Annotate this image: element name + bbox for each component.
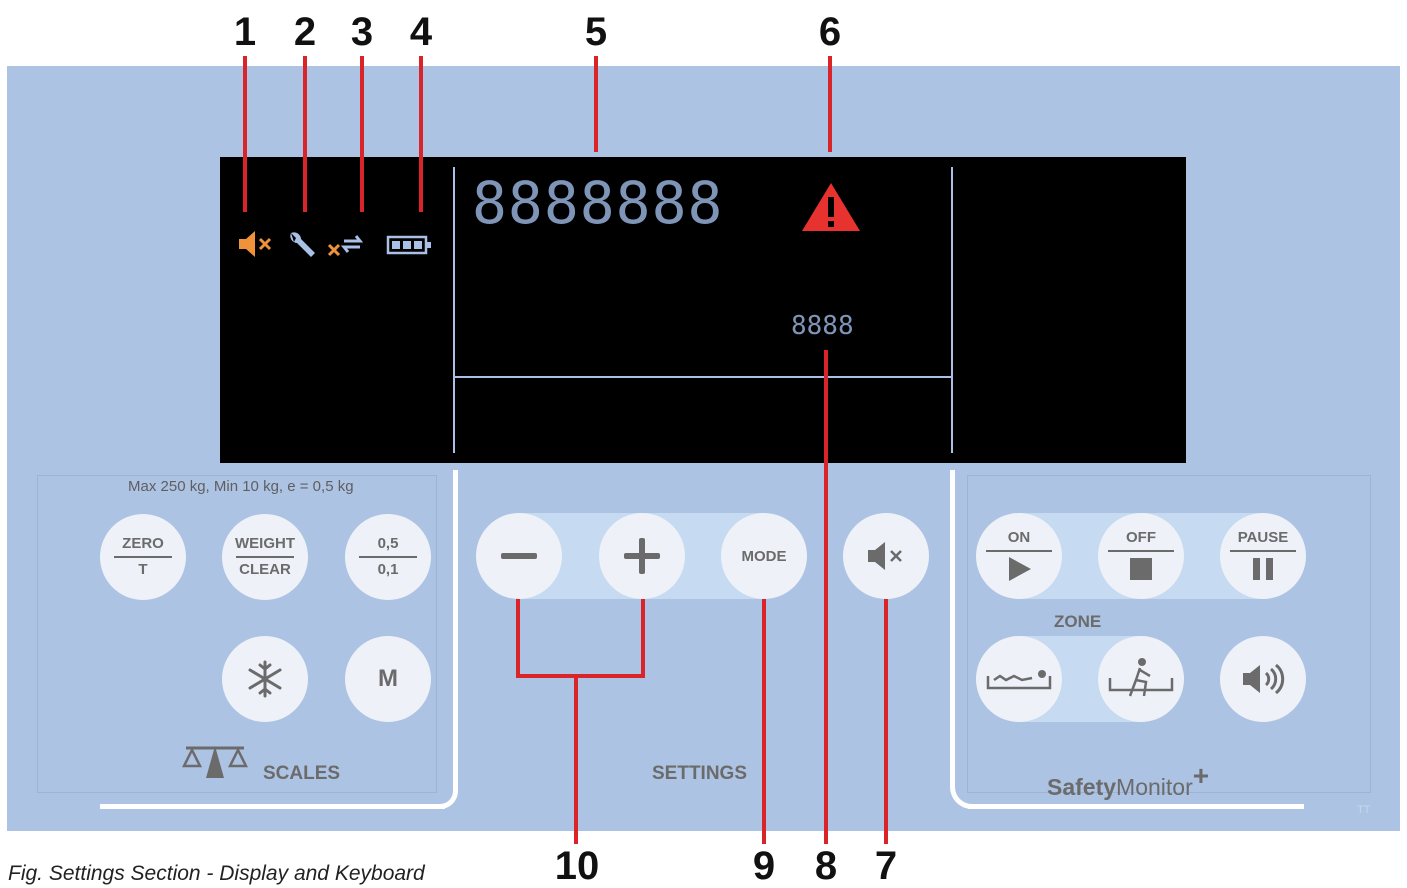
- patient-lying-icon: [986, 670, 1052, 690]
- brand-plus: +: [1192, 760, 1210, 791]
- zero-label: ZERO: [122, 535, 164, 553]
- weight-clear-button[interactable]: WEIGHT CLEAR: [222, 514, 308, 600]
- scales-bottom-rule: [100, 804, 445, 809]
- callout-7: 7: [874, 844, 898, 888]
- callout-line-5: [594, 56, 598, 152]
- scales-spec-text: Max 250 kg, Min 10 kg, e = 0,5 kg: [128, 478, 354, 495]
- volume-button[interactable]: [1220, 636, 1306, 722]
- safety-bottom-rule: [968, 804, 1304, 809]
- brand-bold: Safety: [1047, 774, 1117, 800]
- status-icons-group: [239, 231, 431, 257]
- callout-line-6: [828, 56, 832, 152]
- connection-error-icon: [327, 235, 364, 257]
- mute-button[interactable]: [843, 513, 929, 599]
- callout-9: 9: [752, 844, 776, 888]
- wrench-icon: [290, 232, 315, 257]
- callout-line-10b: [641, 598, 645, 678]
- scales-label: SCALES: [263, 763, 341, 784]
- plus-button[interactable]: [599, 513, 685, 599]
- callout-line-9: [762, 598, 766, 844]
- minus-button[interactable]: [476, 513, 562, 599]
- callout-line-1: [243, 56, 247, 212]
- figure-caption: Fig. Settings Section - Display and Keyb…: [8, 862, 425, 885]
- resolution-bottom-label: 0,1: [377, 560, 399, 578]
- warning-icon: [802, 183, 860, 231]
- pause-rule: [1230, 550, 1296, 552]
- on-label: ON: [1007, 529, 1031, 547]
- weight-label: WEIGHT: [235, 535, 295, 553]
- safety-corner-rule: [950, 470, 972, 809]
- memory-label: M: [378, 665, 398, 692]
- mute-icon: [239, 231, 272, 257]
- mode-label: MODE: [741, 547, 787, 565]
- callout-line-10a: [516, 598, 520, 678]
- callout-line-4: [419, 56, 423, 212]
- callout-line-10d: [574, 674, 578, 844]
- settings-label: SETTINGS: [652, 763, 748, 784]
- callout-6: 6: [818, 10, 842, 54]
- plus-icon: [624, 538, 660, 574]
- monitor-off-button[interactable]: OFF: [1098, 513, 1184, 599]
- brand-regular: Monitor: [1116, 774, 1193, 800]
- callout-line-10c: [516, 674, 645, 678]
- callout-5: 5: [584, 10, 608, 54]
- monitor-on-button[interactable]: ON: [976, 513, 1062, 599]
- callout-8: 8: [814, 844, 838, 888]
- pause-icon: [1253, 557, 1273, 580]
- resolution-button[interactable]: 0,5 0,1: [345, 514, 431, 600]
- callout-line-8: [824, 350, 828, 844]
- off-label: OFF: [1126, 529, 1156, 547]
- callout-3: 3: [350, 10, 374, 54]
- callout-line-2: [303, 56, 307, 212]
- play-icon: [1009, 556, 1031, 581]
- on-rule: [986, 550, 1052, 552]
- freeze-button[interactable]: [222, 636, 308, 722]
- stop-icon: [1130, 557, 1152, 580]
- callout-line-7: [884, 598, 888, 844]
- zone-lying-button[interactable]: [976, 636, 1062, 722]
- patient-sitting-icon: [1108, 658, 1174, 697]
- clear-label: CLEAR: [239, 560, 291, 578]
- corner-mark: TT: [1357, 804, 1371, 816]
- snowflake-icon: [248, 660, 282, 698]
- scales-balance-icon: [182, 746, 248, 778]
- mute-speaker-icon: [868, 542, 902, 570]
- main-segment-readout: 8888888: [472, 169, 724, 237]
- callout-2: 2: [293, 10, 317, 54]
- scales-corner-rule: [440, 470, 458, 809]
- display-divider-right: [951, 167, 953, 453]
- safety-monitor-brand: SafetyMonitor+: [1047, 760, 1209, 801]
- monitor-pause-button[interactable]: PAUSE: [1220, 513, 1306, 599]
- memory-button[interactable]: M: [345, 636, 431, 722]
- resolution-rule: [359, 556, 417, 558]
- lcd-display: 8888888 8888: [220, 157, 1186, 463]
- pause-label: PAUSE: [1237, 529, 1289, 547]
- zero-rule: [114, 556, 172, 558]
- zone-sitting-button[interactable]: [1098, 636, 1184, 722]
- mode-button[interactable]: MODE: [721, 513, 807, 599]
- callout-line-3: [360, 56, 364, 212]
- callout-10: 10: [554, 844, 600, 888]
- off-rule: [1108, 550, 1174, 552]
- resolution-top-label: 0,5: [377, 535, 399, 553]
- callout-4: 4: [409, 10, 433, 54]
- minus-icon: [501, 553, 537, 559]
- safety-frame: [967, 475, 1371, 793]
- small-segment-readout: 8888: [791, 311, 854, 341]
- scales-frame: [37, 475, 437, 793]
- tare-label: T: [138, 560, 148, 578]
- zero-tare-button[interactable]: ZERO T: [100, 514, 186, 600]
- battery-icon: [386, 235, 431, 255]
- callout-1: 1: [233, 10, 257, 54]
- display-divider-left: [453, 167, 455, 453]
- weight-rule: [236, 556, 294, 558]
- zone-label: ZONE: [1054, 612, 1102, 631]
- display-divider-horizontal: [453, 376, 953, 378]
- volume-icon: [1243, 663, 1285, 695]
